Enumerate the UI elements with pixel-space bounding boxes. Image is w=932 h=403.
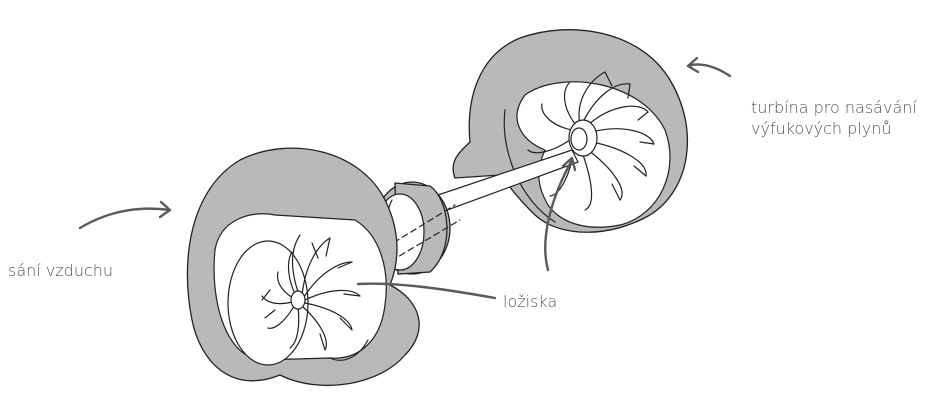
intake-arrow [80,202,170,228]
turbine-label-line2: výfukových plynů [751,118,917,139]
compressor-housing [187,148,419,385]
turbine-label: turbína pro nasávání výfukových plynů [751,97,917,139]
turbine-arrow [688,58,730,76]
turbine-label-line1: turbína pro nasávání [751,97,917,118]
bearings-label: ložiska [503,291,557,312]
air-intake-label: sání vzduchu [8,260,113,281]
